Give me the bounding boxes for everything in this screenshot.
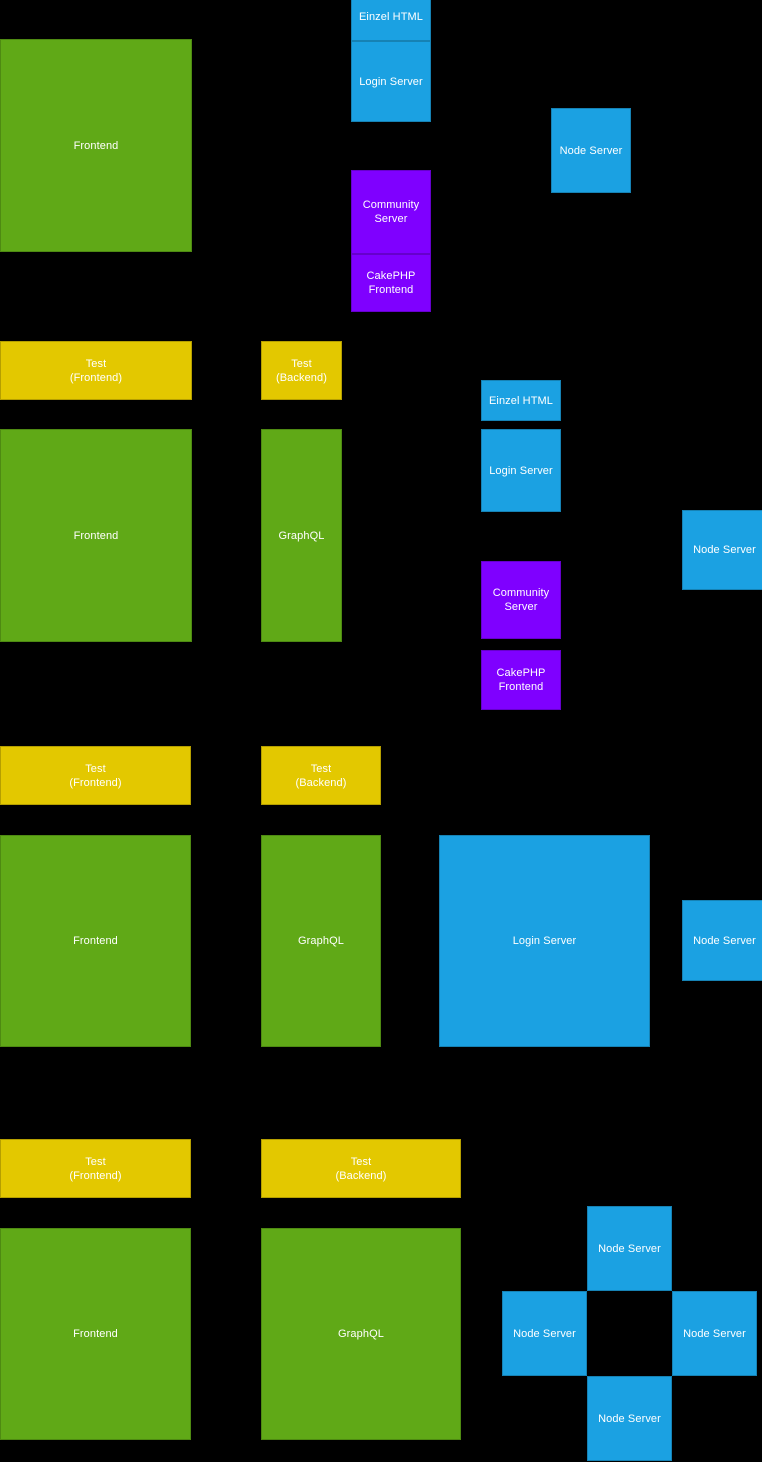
block-label: GraphQL: [338, 1328, 384, 1340]
block-s4-node-server-bottom[interactable]: Node Server: [587, 1376, 672, 1461]
block-label: Node Server: [513, 1327, 576, 1340]
block-s4-frontend[interactable]: Frontend: [0, 1228, 191, 1440]
block-s1-login-server[interactable]: Login Server: [351, 41, 431, 122]
block-label: Node Server: [598, 1412, 661, 1425]
block-s4-node-server-top[interactable]: Node Server: [587, 1206, 672, 1291]
block-s3-test-backend[interactable]: Test (Backend): [261, 1139, 461, 1198]
block-s4-node-server-left[interactable]: Node Server: [502, 1291, 587, 1376]
block-s2-node-server[interactable]: Node Server: [682, 510, 762, 590]
block-label: Frontend: [73, 1328, 118, 1340]
block-s3-test-frontend[interactable]: Test (Frontend): [0, 1139, 191, 1198]
block-s3-graphql[interactable]: GraphQL: [261, 835, 381, 1047]
block-s2-test-frontend[interactable]: Test (Frontend): [0, 746, 191, 805]
block-s4-graphql[interactable]: GraphQL: [261, 1228, 461, 1440]
block-s2-frontend[interactable]: Frontend: [0, 429, 192, 642]
block-label: Node Server: [598, 1242, 661, 1255]
block-s4-node-server-right[interactable]: Node Server: [672, 1291, 757, 1376]
block-label: Node Server: [683, 1327, 746, 1340]
